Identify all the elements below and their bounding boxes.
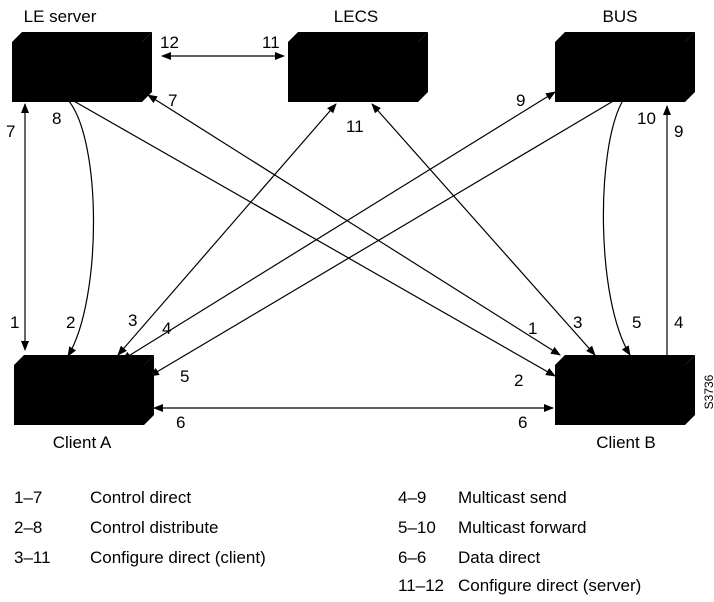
conn-number-5-a: 5 bbox=[180, 367, 189, 386]
conn-number-11-lecs: 11 bbox=[346, 117, 364, 136]
legend-code: 5–10 bbox=[398, 518, 436, 537]
legend-item: 6–6 Data direct bbox=[398, 548, 710, 570]
client-a-box bbox=[14, 355, 154, 425]
conn-number-9-bus-left: 9 bbox=[516, 91, 525, 110]
connection-3-11-client-a bbox=[117, 103, 337, 356]
connection-5-10-client-b bbox=[602, 101, 631, 356]
legend-item: 11–12 Configure direct (server) bbox=[398, 576, 710, 598]
connection-2-8-client-a bbox=[67, 99, 95, 357]
connection-5-10-client-a bbox=[149, 99, 616, 377]
lecs-label: LECS bbox=[334, 7, 378, 26]
bus-label: BUS bbox=[603, 7, 638, 26]
legend-desc: Control direct bbox=[90, 488, 192, 507]
legend-item: 3–11 Configure direct (client) bbox=[14, 548, 334, 570]
legend-item: 1–7 Control direct bbox=[14, 488, 334, 510]
legend-right: 4–9 Multicast send 5–10 Multicast forwar… bbox=[398, 488, 710, 600]
legend-code: 1–7 bbox=[14, 488, 43, 507]
conn-number-1-b: 1 bbox=[528, 319, 537, 338]
lecs-box bbox=[288, 32, 428, 102]
conn-number-6-b: 6 bbox=[518, 413, 527, 432]
legend-desc: Configure direct (server) bbox=[458, 576, 642, 595]
legend-desc: Multicast send bbox=[458, 488, 567, 507]
conn-number-10: 10 bbox=[637, 109, 656, 128]
legend-code: 3–11 bbox=[14, 548, 51, 567]
legend-left: 1–7 Control direct 2–8 Control distribut… bbox=[14, 488, 334, 588]
legend-code: 11–12 bbox=[398, 576, 445, 595]
conn-number-9-bus-right: 9 bbox=[674, 122, 683, 141]
client-b-box bbox=[555, 355, 695, 425]
le-server-label: LE server bbox=[24, 7, 97, 26]
client-b-label: Client B bbox=[596, 433, 656, 452]
legend-item: 2–8 Control distribute bbox=[14, 518, 334, 540]
conn-number-3-b: 3 bbox=[573, 313, 582, 332]
conn-number-2-b: 2 bbox=[514, 371, 523, 390]
conn-number-4-b: 4 bbox=[674, 313, 683, 332]
legend-desc: Control distribute bbox=[90, 518, 219, 537]
conn-number-7-ls-right: 7 bbox=[168, 91, 177, 110]
connection-2-8-client-b bbox=[71, 99, 556, 377]
conn-number-3-a: 3 bbox=[128, 311, 137, 330]
client-a-label: Client A bbox=[53, 433, 112, 452]
figure-id: S3736 bbox=[702, 374, 714, 409]
conn-number-2-a: 2 bbox=[66, 313, 75, 332]
conn-number-7-ls-left: 7 bbox=[6, 122, 15, 141]
bus-box bbox=[555, 32, 695, 102]
legend-code: 4–9 bbox=[398, 488, 427, 507]
conn-number-4-a: 4 bbox=[162, 319, 171, 338]
connection-3-11-client-b bbox=[371, 103, 596, 356]
conn-number-5-b: 5 bbox=[632, 313, 641, 332]
legend-code: 2–8 bbox=[14, 518, 43, 537]
conn-number-1-a: 1 bbox=[10, 313, 19, 332]
legend-item: 4–9 Multicast send bbox=[398, 488, 710, 510]
conn-number-8: 8 bbox=[52, 109, 61, 128]
conn-number-12: 12 bbox=[160, 33, 179, 52]
legend-desc: Multicast forward bbox=[458, 518, 587, 537]
legend-desc: Configure direct (client) bbox=[90, 548, 266, 567]
conn-number-6-a: 6 bbox=[176, 413, 185, 432]
connection-4-9-client-a bbox=[121, 91, 556, 361]
le-server-box bbox=[12, 32, 152, 102]
legend-desc: Data direct bbox=[458, 548, 541, 567]
legend-code: 6–6 bbox=[398, 548, 427, 567]
legend-item: 5–10 Multicast forward bbox=[398, 518, 710, 540]
conn-number-11-top: 11 bbox=[262, 33, 280, 52]
